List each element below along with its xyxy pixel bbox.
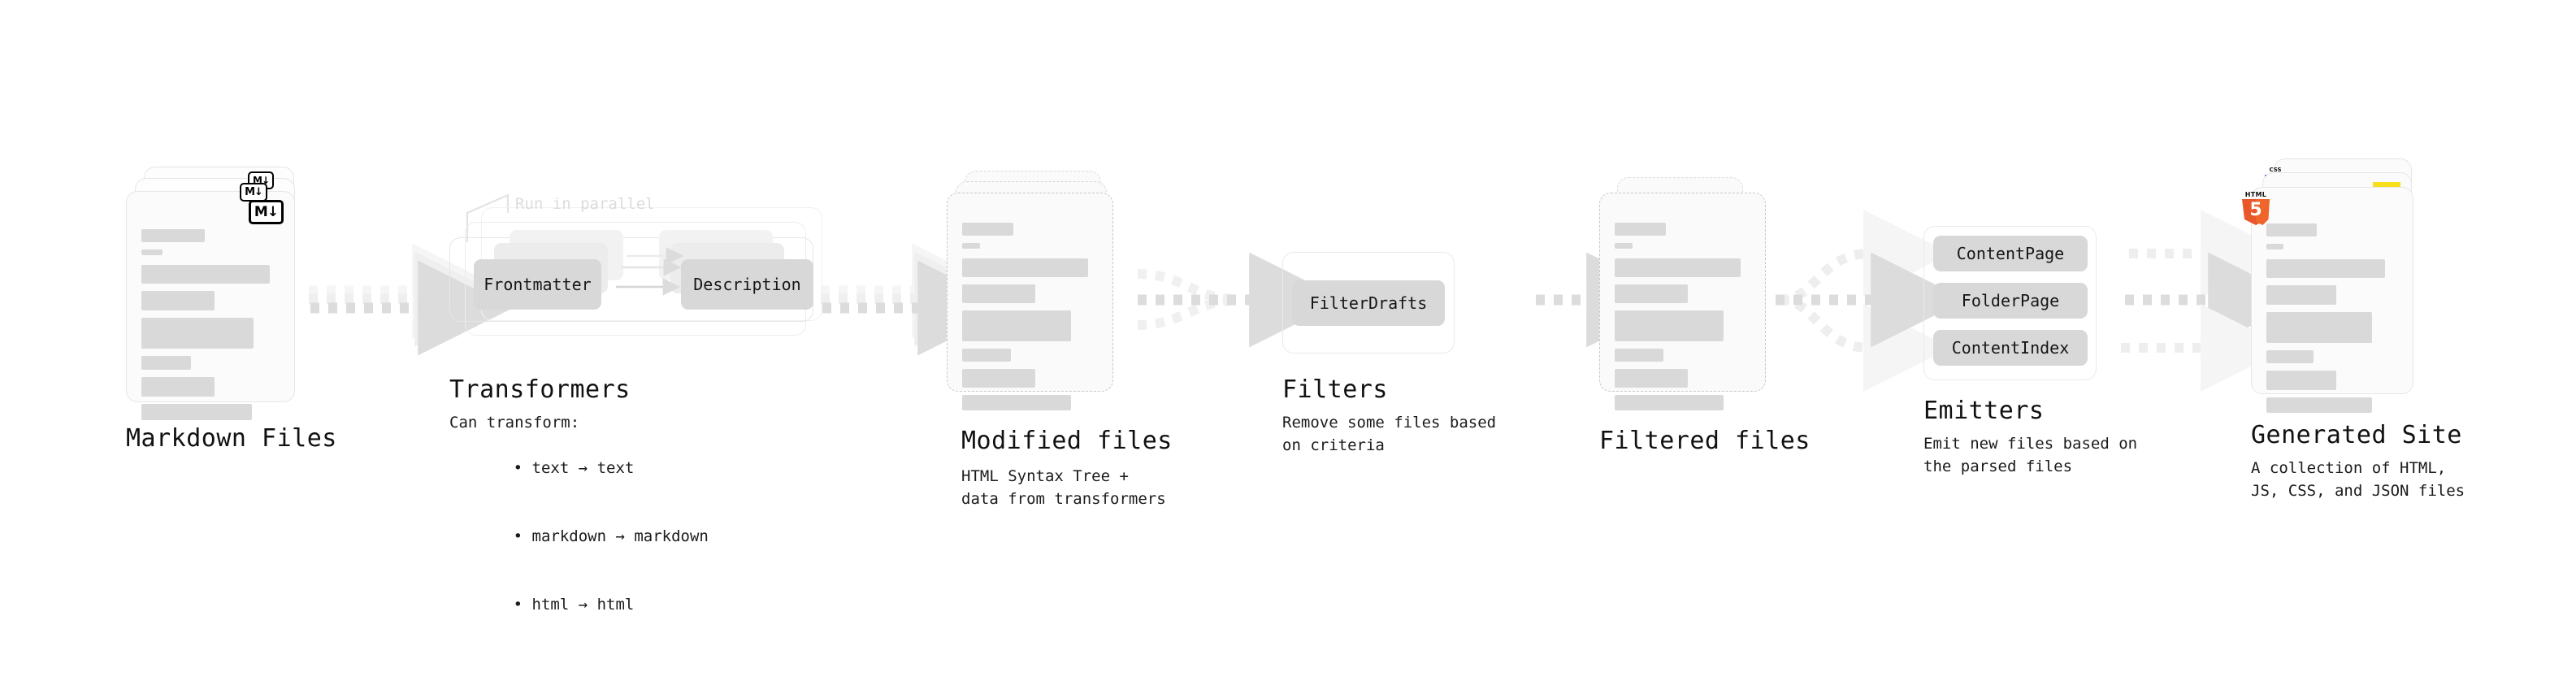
markdown-files-title: Markdown Files — [126, 424, 337, 453]
emitters-subtitle: Emit new files based on the parsed files — [1923, 435, 2138, 475]
bullet-label: html → html — [531, 596, 635, 614]
html5-badge-icon: HTML 5 — [2242, 191, 2270, 225]
arrow-transformers-to-modified — [821, 243, 1013, 356]
generated-site-title: Generated Site — [2251, 421, 2462, 449]
emitters-box — [1923, 226, 2097, 380]
plugin-pill-contentpage[interactable]: ContentPage — [1933, 236, 2088, 271]
bullet-text-to-text: • text → text — [458, 434, 709, 502]
markdown-badge-icon-mid: M↓ — [240, 183, 267, 202]
modified-files-stack — [947, 171, 1134, 410]
html5-five: 5 — [2249, 200, 2262, 220]
arrow-modified-to-filters — [1137, 252, 1345, 348]
emitters-title: Emitters — [1923, 397, 2045, 425]
bullet-marker: • — [513, 459, 532, 477]
filtered-files-stack — [1599, 171, 1786, 410]
filtered-files-title: Filtered files — [1599, 427, 1811, 455]
generated-site-stack: CSS HTML 5 — [2242, 158, 2446, 413]
bullet-label: markdown → markdown — [531, 527, 709, 545]
markdown-badge-icon: M↓ — [249, 200, 284, 224]
transformers-title: Transformers — [449, 375, 631, 404]
arrow-markdown-to-transformers — [309, 243, 514, 356]
plugin-pill-contentindex[interactable]: ContentIndex — [1933, 330, 2088, 366]
bullet-marker: • — [513, 596, 532, 614]
transformers-group: Frontmatter Description — [449, 207, 831, 362]
bullet-html-to-html: • html → html — [458, 570, 709, 639]
transformers-bullets: • text → text • markdown → markdown • ht… — [458, 434, 709, 639]
modified-file-front — [947, 193, 1113, 410]
filters-title: Filters — [1282, 375, 1388, 404]
modified-files-subtitle: HTML Syntax Tree + data from transformer… — [961, 467, 1166, 508]
transformer-inner-arrows — [616, 247, 684, 296]
arrow-filtered-to-emitters — [1776, 210, 1967, 392]
plugin-pill-folderpage[interactable]: FolderPage — [1933, 283, 2088, 319]
html-file-front: HTML 5 — [2242, 187, 2413, 413]
transformers-subtitle: Can transform: — [449, 414, 580, 432]
arrow-emitters-to-site — [2121, 210, 2304, 392]
filtered-file-front — [1599, 193, 1766, 410]
bullet-marker: • — [513, 527, 532, 545]
bullet-markdown-to-markdown: • markdown → markdown — [458, 502, 709, 570]
html5-label: HTML — [2244, 191, 2267, 198]
modified-files-title: Modified files — [961, 427, 1173, 455]
filters-box — [1282, 252, 1455, 354]
plugin-pill-filterdrafts[interactable]: FilterDrafts — [1292, 280, 1445, 326]
markdown-file-front: M↓ — [126, 191, 295, 420]
generated-site-subtitle: A collection of HTML, JS, CSS, and JSON … — [2251, 459, 2465, 500]
filters-subtitle: Remove some files based on criteria — [1282, 414, 1497, 454]
bullet-label: text → text — [531, 459, 635, 477]
plugin-pill-description[interactable]: Description — [681, 259, 813, 310]
markdown-files-stack: M↓ M↓ M↓ — [126, 167, 313, 420]
run-in-parallel-label: Run in parallel — [515, 195, 655, 213]
css3-label: CSS — [2269, 167, 2282, 173]
html5-shield-inner — [2256, 199, 2270, 225]
plugin-pill-frontmatter[interactable]: Frontmatter — [474, 259, 601, 310]
